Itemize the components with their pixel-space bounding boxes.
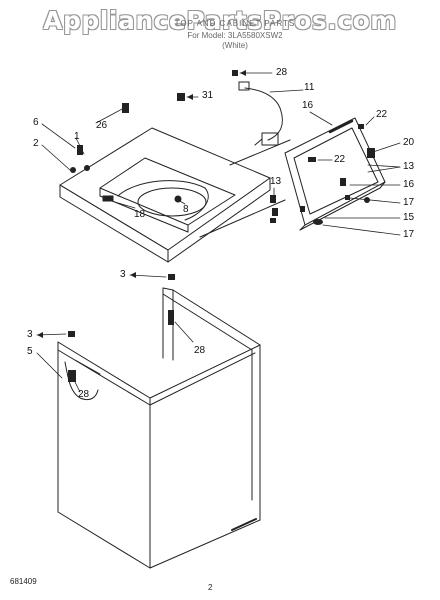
hinge-lines — [199, 139, 291, 238]
lid — [284, 117, 386, 231]
diagram-title: TOP AND CABINET PARTS — [174, 19, 296, 28]
callout-16-right: 16 — [403, 179, 415, 190]
callout-5: 5 — [27, 346, 33, 357]
callout-2: 2 — [33, 138, 39, 149]
callout-1: 1 — [74, 131, 80, 142]
callout-31: 31 — [202, 90, 214, 101]
callout-3-lower: 3 — [27, 329, 33, 340]
callout-6: 6 — [33, 117, 39, 128]
callout-18: 18 — [134, 209, 146, 220]
lid-switch-harness — [238, 81, 283, 146]
callout-8: 8 — [183, 204, 189, 215]
callout-22-top: 22 — [376, 109, 388, 120]
callout-13-left: 13 — [270, 176, 282, 187]
callout-13-right: 13 — [403, 161, 415, 172]
callout-28-cabinet: 28 — [194, 345, 206, 356]
callout-20: 20 — [403, 137, 415, 148]
callout-26: 26 — [96, 120, 108, 131]
page-number: 2 — [208, 583, 213, 592]
callout-3-upper: 3 — [120, 269, 126, 280]
callout-22-mid: 22 — [334, 154, 346, 165]
color-line: (White) — [222, 41, 248, 50]
callout-28-top: 28 — [276, 67, 288, 78]
top-panel — [59, 127, 271, 263]
hardware — [68, 70, 375, 382]
callout-arrows — [37, 70, 246, 338]
callout-17-lower: 17 — [403, 229, 415, 240]
leader-lines — [36, 72, 401, 393]
callout-15: 15 — [403, 212, 415, 223]
callout-17-upper: 17 — [403, 197, 415, 208]
cabinet — [57, 287, 261, 569]
callout-16-top: 16 — [302, 100, 314, 111]
callout-28-side: 28 — [78, 389, 90, 400]
document-number: 681409 — [10, 577, 37, 586]
model-line: For Model: 3LA5580XSW2 — [187, 31, 283, 40]
callout-11: 11 — [304, 82, 315, 93]
watermark: AppliancePartsPros.com — [43, 6, 397, 35]
